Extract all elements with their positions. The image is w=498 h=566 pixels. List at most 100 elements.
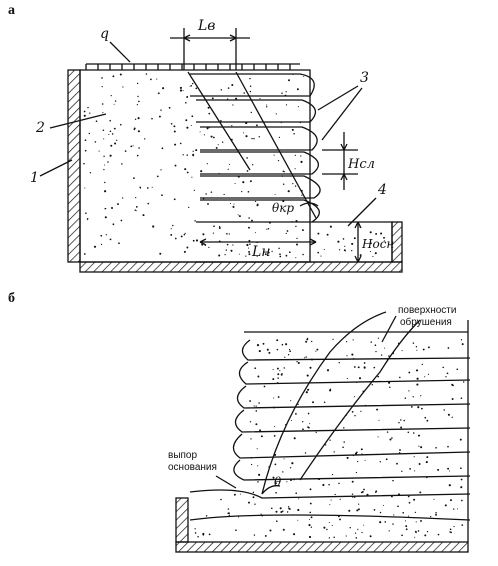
soil-speck	[392, 352, 395, 355]
soil-speck	[256, 255, 258, 257]
soil-speck	[351, 411, 354, 413]
soil-speck	[283, 458, 285, 460]
soil-speck	[309, 502, 312, 505]
soil-speck	[375, 232, 378, 235]
soil-speck	[345, 414, 348, 416]
soil-speck	[246, 243, 249, 247]
soil-speck	[151, 186, 153, 188]
soil-speck	[278, 247, 280, 250]
soil-speck	[309, 366, 312, 369]
label-4: 4	[377, 182, 387, 198]
soil-speck	[445, 376, 447, 378]
soil-speck	[414, 511, 417, 514]
soil-speck	[288, 507, 291, 510]
soil-speck	[101, 103, 104, 105]
soil-speck	[447, 347, 450, 349]
soil-speck	[130, 145, 133, 148]
soil-speck	[404, 397, 407, 399]
soil-speck	[295, 219, 298, 223]
soil-speck	[234, 182, 236, 185]
soil-speck	[370, 341, 372, 343]
soil-speck	[331, 473, 334, 476]
soil-speck	[317, 251, 320, 254]
soil-speck	[248, 217, 250, 219]
soil-speck	[371, 384, 373, 386]
soil-speck	[326, 528, 328, 531]
soil-speck	[384, 347, 386, 349]
soil-speck	[295, 413, 297, 415]
soil-speck	[100, 243, 103, 246]
soil-speck	[211, 97, 214, 100]
soil-texture-b	[194, 337, 465, 539]
soil-speck	[308, 524, 311, 527]
soil-speck	[427, 346, 430, 349]
soil-speck	[273, 435, 276, 437]
soil-speck	[460, 397, 463, 400]
soil-speck	[201, 243, 204, 246]
soil-speck	[414, 470, 416, 472]
soil-speck	[338, 482, 340, 485]
soil-speck	[156, 78, 158, 80]
soil-speck	[86, 219, 88, 221]
soil-speck	[293, 437, 296, 440]
soil-speck	[297, 361, 300, 365]
soil-speck	[417, 530, 420, 532]
soil-speck	[453, 508, 455, 510]
soil-speck	[342, 446, 344, 449]
soil-speck	[311, 340, 313, 343]
base-b	[175, 541, 469, 553]
soil-speck	[137, 117, 140, 120]
soil-speck	[120, 219, 123, 222]
base-wall	[79, 261, 403, 273]
soil-speck	[248, 253, 251, 256]
soil-speck	[376, 408, 379, 411]
soil-speck	[231, 125, 233, 127]
soil-speck	[134, 209, 136, 211]
soil-speck	[248, 239, 251, 242]
soil-speck	[420, 395, 422, 397]
soil-speck	[206, 163, 208, 165]
soil-speck	[84, 187, 86, 189]
soil-speck	[284, 356, 286, 358]
soil-speck	[451, 398, 454, 400]
soil-speck	[256, 344, 260, 347]
soil-speck	[227, 168, 229, 170]
soil-speck	[402, 511, 405, 514]
soil-speck	[248, 247, 250, 249]
soil-speck	[249, 421, 252, 423]
soil-speck	[447, 445, 449, 448]
soil-speck	[172, 224, 174, 227]
soil-speck	[353, 237, 356, 240]
soil-speck	[306, 338, 309, 341]
soil-speck	[274, 482, 277, 485]
soil-speck	[185, 102, 187, 104]
soil-speck	[259, 429, 262, 432]
soil-speck	[377, 337, 380, 339]
theta-arc	[261, 485, 281, 495]
soil-speck	[379, 521, 382, 524]
soil-speck	[146, 187, 149, 189]
soil-speck	[404, 520, 407, 522]
soil-speck	[377, 375, 380, 378]
soil-speck	[287, 506, 290, 508]
soil-speck	[107, 161, 109, 163]
soil-speck	[341, 515, 343, 517]
soil-speck	[213, 136, 215, 139]
soil-speck	[280, 373, 283, 376]
soil-speck	[266, 348, 269, 351]
soil-speck	[308, 535, 312, 539]
soil-speck	[309, 488, 312, 491]
soil-speck	[255, 410, 258, 412]
soil-speck	[424, 376, 426, 378]
soil-speck	[142, 214, 145, 217]
soil-speck	[369, 231, 372, 234]
soil-speck	[352, 339, 354, 341]
soil-speck	[254, 503, 256, 505]
soil-speck	[363, 488, 365, 491]
soil-speck	[109, 119, 111, 122]
soil-speck	[147, 202, 150, 205]
soil-speck	[412, 342, 415, 344]
soil-speck	[278, 136, 281, 139]
soil-speck	[357, 460, 359, 463]
soil-speck	[210, 135, 213, 138]
